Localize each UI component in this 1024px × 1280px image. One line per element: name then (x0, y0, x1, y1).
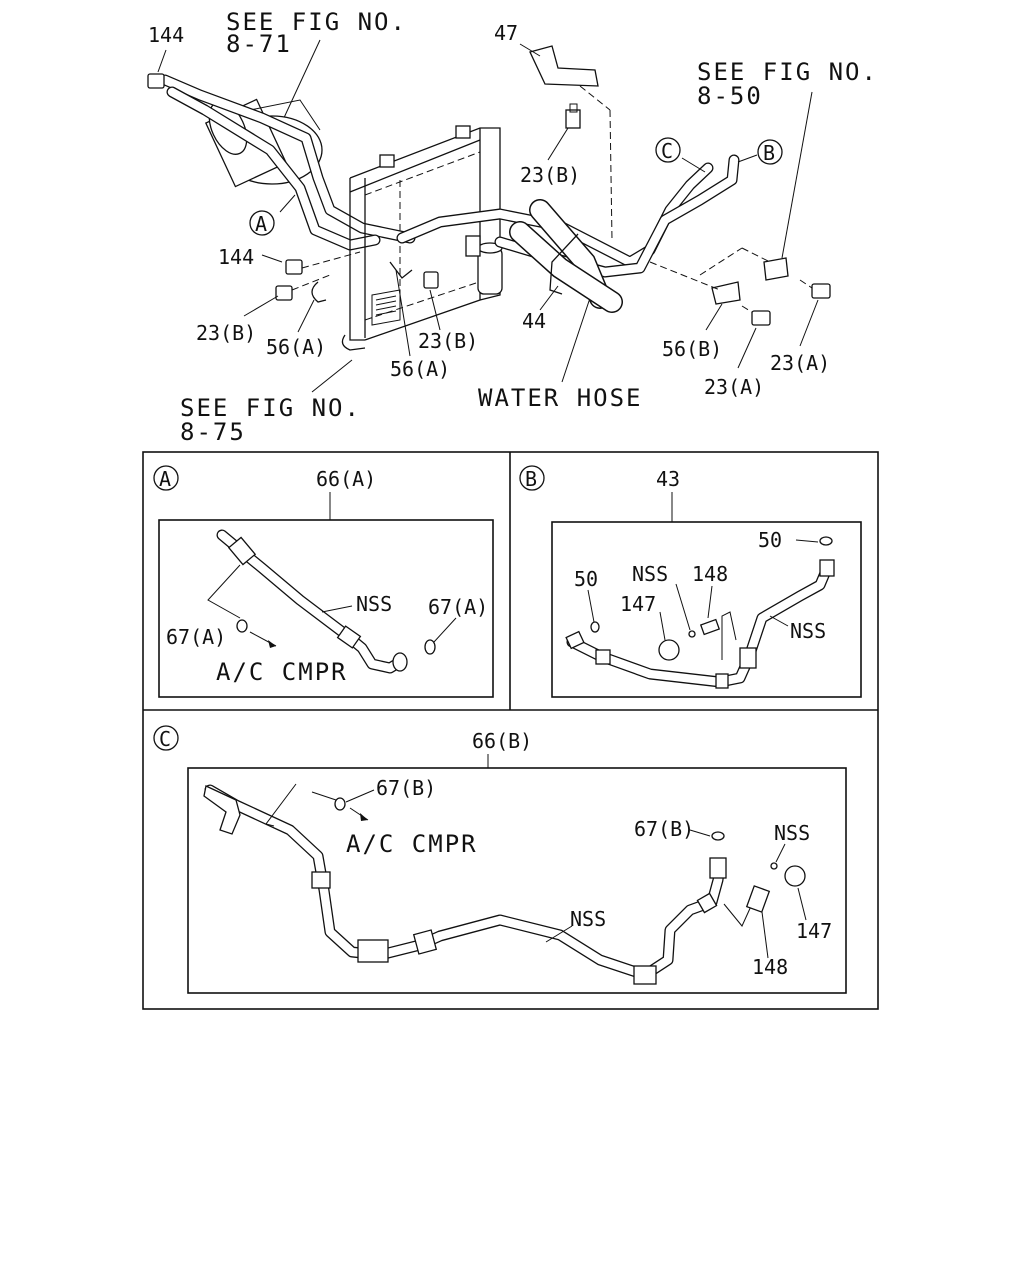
callout-56b: 56(B) (662, 337, 722, 361)
callout-144-left: 144 (218, 245, 254, 269)
panel-c-nss-top: NSS (774, 821, 810, 845)
callout-23a-right: 23(A) (770, 351, 830, 375)
panel-b-50-right: 50 (758, 528, 782, 552)
detail-panels (142, 451, 879, 1010)
water-hose-label: WATER HOSE (478, 384, 643, 412)
see-fig-8-50-line1: SEE FIG NO. (697, 58, 878, 86)
panel-a-letter: A (159, 467, 171, 491)
bolt-23b-mid (423, 271, 439, 289)
callout-56a-left: 56(A) (266, 335, 326, 359)
panel-b-50-left: 50 (574, 567, 598, 591)
panel-c-oring2: 67(B) (634, 817, 694, 841)
callout-23b-left: 23(B) (196, 321, 256, 345)
panel-c-dest: A/C CMPR (346, 830, 478, 858)
callout-44: 44 (522, 309, 546, 333)
callout-144-top: 144 (148, 23, 184, 47)
ref-c-letter: C (661, 139, 673, 163)
bracket-56b (649, 247, 789, 305)
clamp-56a-mid (389, 261, 413, 279)
see-fig-8-71-line2: 8-71 (226, 30, 292, 58)
bolt-144-top (147, 73, 165, 89)
callout-23a-lower: 23(A) (704, 375, 764, 399)
bracket-47 (529, 45, 613, 241)
panel-c-nss-mid: NSS (570, 907, 606, 931)
panel-b-nss-top: NSS (632, 562, 668, 586)
bolt-23b-left (275, 274, 331, 301)
panel-b-part-number: 43 (656, 467, 680, 491)
panel-c-letter: C (159, 727, 171, 751)
bolt-23a-1 (741, 305, 771, 326)
panel-a-oring-left: 67(A) (166, 625, 226, 649)
see-fig-8-71-line1: SEE FIG NO. (226, 8, 407, 36)
panel-c-part-number: 66(B) (472, 729, 532, 753)
panel-b-nss-right: NSS (790, 619, 826, 643)
callout-56a-mid: 56(A) (390, 357, 450, 381)
bolt-23a-2 (799, 279, 831, 299)
panel-b: B 43 50 50 NSS 148 147 NSS (519, 465, 862, 698)
panel-a-part-number: 66(A) (316, 467, 376, 491)
callout-23b-top: 23(B) (520, 163, 580, 187)
panel-c-148: 148 (752, 955, 788, 979)
see-fig-8-75-line1: SEE FIG NO. (180, 394, 361, 422)
panel-a: A 66(A) NSS 67(A) 67(A) A/C CMPR (153, 465, 494, 698)
bolt-144-left (285, 251, 361, 275)
condenser (341, 125, 501, 351)
panel-c: C 66(B) 67(B) A/C CMPR 67(B) NSS NSS (153, 725, 847, 994)
panel-b-147: 147 (620, 592, 656, 616)
callout-23b-mid: 23(B) (418, 329, 478, 353)
see-fig-8-50-line2: 8-50 (697, 82, 763, 110)
panel-c-147: 147 (796, 919, 832, 943)
panel-a-dest: A/C CMPR (216, 658, 348, 686)
panel-a-nss: NSS (356, 592, 392, 616)
panel-b-letter: B (525, 467, 537, 491)
callout-47: 47 (494, 21, 518, 45)
panel-a-oring-right: 67(A) (428, 595, 488, 619)
ref-a-letter: A (255, 212, 267, 236)
panel-c-oring1: 67(B) (376, 776, 436, 800)
see-fig-8-75-line2: 8-75 (180, 418, 246, 446)
top-assembly-drawing: SEE FIG NO. 8-71 SEE FIG NO. 8-50 SEE FI… (147, 8, 878, 446)
ref-b-letter: B (763, 141, 775, 165)
clamp-56a-left (311, 281, 327, 303)
bolt-23b-top (565, 103, 581, 129)
panel-b-148: 148 (692, 562, 728, 586)
